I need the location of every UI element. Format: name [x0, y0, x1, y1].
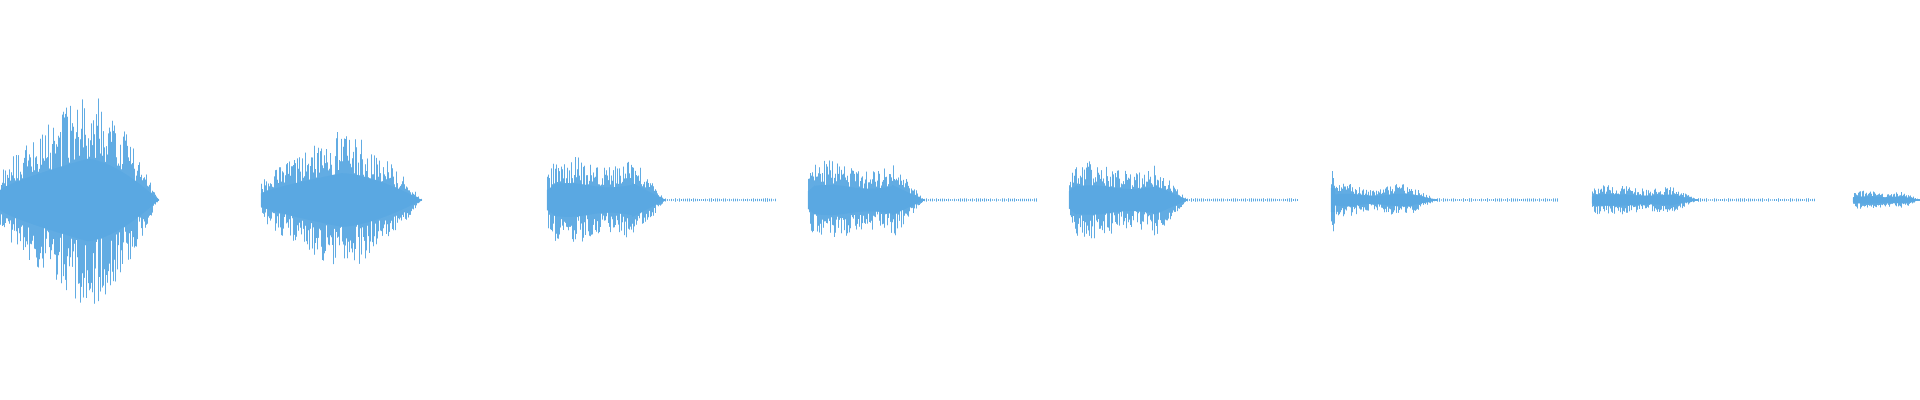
- waveform-tail: [665, 198, 776, 202]
- waveform-tail: [924, 198, 1037, 202]
- waveform-core: [1068, 185, 1189, 215]
- waveform-core: [0, 158, 160, 242]
- waveform-segment: [0, 98, 160, 304]
- waveform-core: [260, 173, 423, 227]
- waveform-core: [807, 184, 926, 216]
- waveform-core: [546, 183, 667, 217]
- waveform-segment: [1852, 190, 1920, 209]
- waveform-segment: [260, 132, 423, 265]
- waveform-core: [1330, 187, 1439, 213]
- waveform-tail: [1437, 198, 1558, 202]
- waveform-tail: [1698, 198, 1815, 202]
- waveform-segment: [1591, 185, 1815, 215]
- waveform-segment: [546, 157, 776, 242]
- waveform-tail: [1187, 198, 1298, 202]
- waveform-segment: [1068, 161, 1298, 239]
- waveform-core: [1852, 196, 1920, 204]
- waveform-segments: [0, 98, 1920, 304]
- waveform-segment: [1330, 171, 1558, 232]
- waveform-segment: [807, 160, 1037, 237]
- waveform-core: [1591, 194, 1700, 206]
